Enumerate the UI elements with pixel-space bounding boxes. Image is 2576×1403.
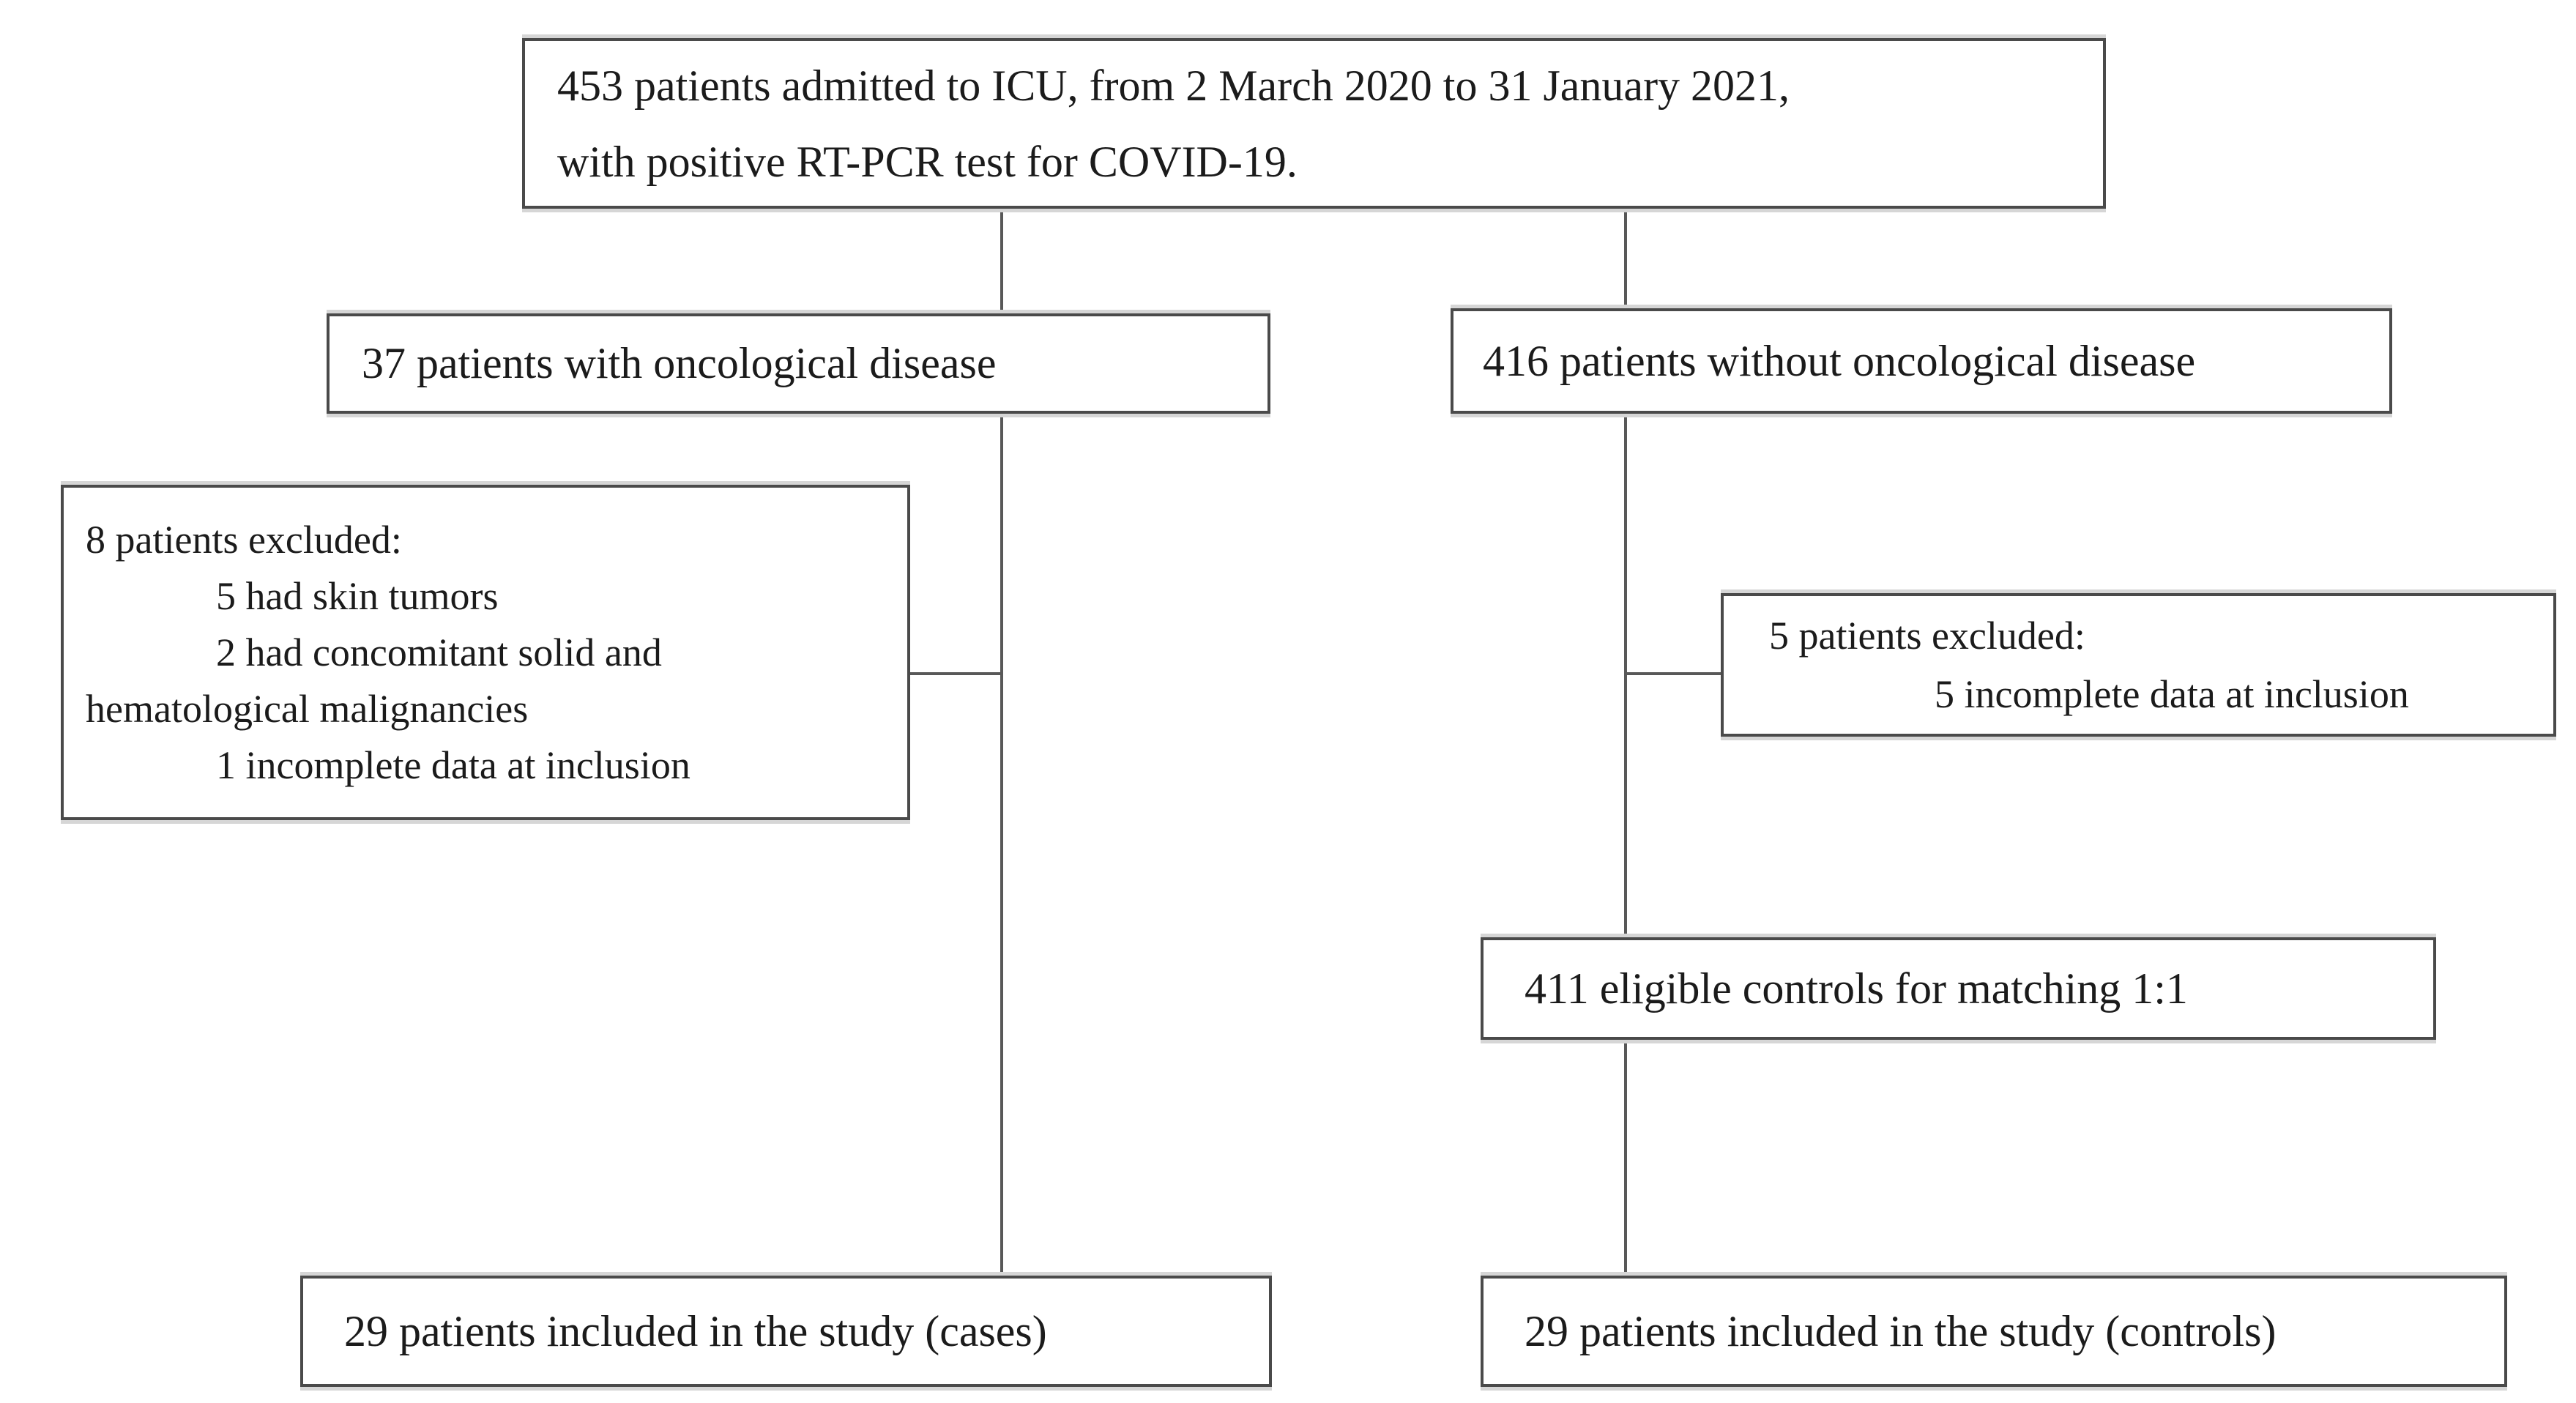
excluded-cases-header: 8 patients excluded: — [86, 517, 402, 562]
source-population-box: 453 patients admitted to ICU, from 2 Mar… — [522, 38, 2106, 209]
excluded-cases-reason-skin-tumors: 5 had skin tumors — [216, 573, 499, 618]
excluded-controls-reason-incomplete-data: 5 incomplete data at inclusion — [1935, 672, 2409, 716]
source-line-2: with positive RT-PCR test for COVID-19. — [557, 137, 1298, 186]
excluded-controls-box: 5 patients excluded: 5 incomplete data a… — [1721, 593, 2556, 737]
excluded-cases-reason-concomitant-line1: 2 had concomitant solid and — [216, 630, 662, 674]
connector-eligible-controls-to-included-controls — [1624, 1040, 1627, 1276]
eligible-controls-box: 411 eligible controls for matching 1:1 — [1481, 937, 2436, 1040]
excluded-cases-reason-incomplete-data: 1 incomplete data at inclusion — [216, 743, 690, 787]
non-oncological-disease-box: 416 patients without oncological disease — [1451, 308, 2392, 414]
excluded-cases-box: 8 patients excluded: 5 had skin tumors 2… — [61, 485, 910, 820]
non-oncological-text: 416 patients without oncological disease — [1483, 336, 2196, 385]
oncological-text: 37 patients with oncological disease — [362, 339, 997, 387]
oncological-disease-box: 37 patients with oncological disease — [327, 313, 1270, 414]
excluded-controls-header: 5 patients excluded: — [1769, 614, 2085, 658]
included-cases-text: 29 patients included in the study (cases… — [344, 1306, 1047, 1355]
included-controls-text: 29 patients included in the study (contr… — [1525, 1306, 2277, 1355]
connector-source-to-non-oncological — [1624, 209, 1627, 308]
connector-excluded-cases-branch — [910, 672, 1002, 675]
excluded-cases-reason-concomitant-line2: hematological malignancies — [86, 686, 529, 731]
connector-non-oncological-to-eligible-controls — [1624, 414, 1627, 937]
source-line-1: 453 patients admitted to ICU, from 2 Mar… — [557, 61, 1790, 110]
eligible-controls-text: 411 eligible controls for matching 1:1 — [1525, 964, 2188, 1013]
connector-source-to-oncological — [1000, 209, 1003, 313]
included-cases-box: 29 patients included in the study (cases… — [300, 1276, 1272, 1387]
connector-excluded-controls-branch — [1627, 672, 1721, 675]
connector-oncological-to-included-cases — [1000, 414, 1003, 1276]
included-controls-box: 29 patients included in the study (contr… — [1481, 1276, 2507, 1387]
